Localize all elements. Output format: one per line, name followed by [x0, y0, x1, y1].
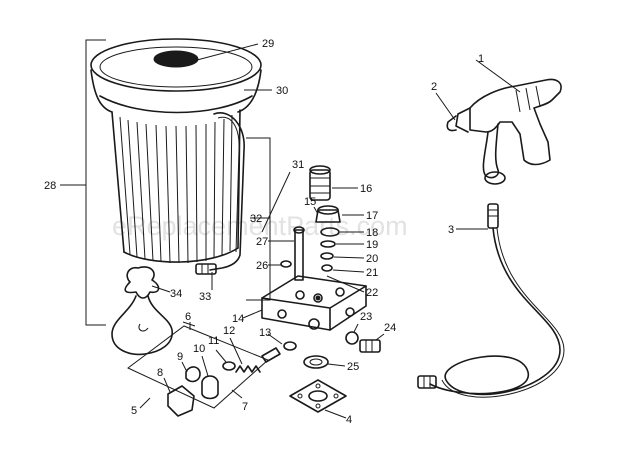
label-25: 25 — [347, 361, 359, 373]
label-19: 19 — [366, 239, 378, 251]
label-17: 17 — [366, 210, 378, 222]
label-26: 26 — [256, 260, 268, 272]
washer-26 — [280, 260, 292, 268]
label-8: 8 — [157, 367, 163, 379]
seal-20 — [320, 252, 334, 260]
part-11 — [222, 361, 236, 371]
spray-gun — [446, 78, 562, 185]
hose — [417, 203, 565, 398]
label-20: 20 — [366, 253, 378, 265]
part-8 — [167, 385, 195, 417]
label-11: 11 — [208, 335, 219, 347]
part-13 — [261, 341, 297, 363]
label-34: 34 — [170, 288, 182, 300]
label-22: 22 — [366, 287, 378, 299]
rod-27 — [293, 226, 305, 281]
label-2: 2 — [431, 81, 437, 93]
label-24: 24 — [384, 322, 396, 334]
fitting-24 — [359, 339, 381, 353]
label-3: 3 — [448, 224, 454, 236]
label-5: 5 — [131, 405, 137, 417]
spring-12 — [235, 365, 261, 373]
watermark: eReplacementParts.com — [112, 211, 408, 241]
gasket-25 — [303, 355, 329, 369]
label-32: 32 — [250, 213, 262, 225]
seal-23 — [345, 331, 359, 345]
fitting-16 — [309, 165, 331, 201]
label-15: 15 — [304, 196, 316, 208]
label-16: 16 — [360, 183, 372, 195]
label-33: 33 — [199, 291, 211, 303]
label-31: 31 — [292, 159, 304, 171]
part-9 — [185, 366, 201, 383]
seal-18 — [320, 227, 340, 237]
label-13: 13 — [259, 327, 271, 339]
pump-block — [261, 275, 367, 331]
label-23: 23 — [360, 311, 372, 323]
label-30: 30 — [276, 85, 288, 97]
seal-21 — [321, 264, 333, 272]
strainer-bag — [111, 266, 173, 356]
label-27: 27 — [256, 236, 268, 248]
label-4: 4 — [346, 414, 352, 426]
label-14: 14 — [232, 313, 244, 325]
label-29: 29 — [262, 38, 274, 50]
seal-19 — [320, 240, 336, 248]
label-10: 10 — [193, 343, 205, 355]
label-9: 9 — [177, 351, 183, 363]
label-12: 12 — [223, 325, 235, 337]
container-bucket — [90, 38, 262, 275]
label-6: 6 — [185, 311, 191, 323]
label-21: 21 — [366, 267, 378, 279]
callout-labels: 1 2 3 4 5 6 7 8 9 10 11 12 13 14 15 16 1… — [44, 38, 484, 426]
label-7: 7 — [242, 401, 248, 413]
cover-plate-4 — [289, 379, 347, 413]
label-28: 28 — [44, 180, 56, 192]
part-10 — [201, 375, 219, 400]
label-1: 1 — [478, 53, 484, 65]
nut-17 — [315, 205, 341, 223]
lid-hole — [153, 50, 199, 68]
label-18: 18 — [366, 227, 378, 239]
